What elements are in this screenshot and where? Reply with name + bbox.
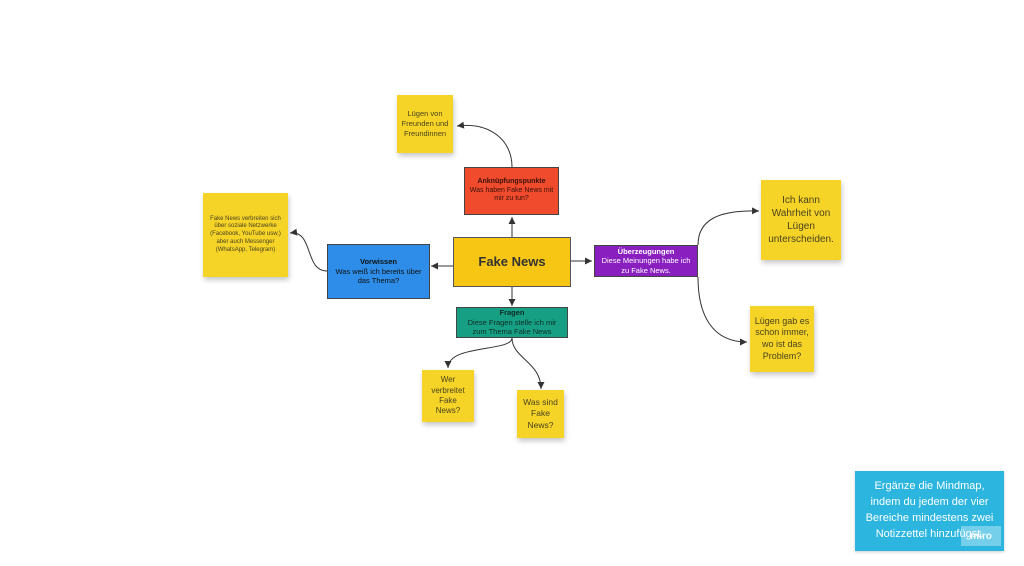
sticky-note-was-sind[interactable]: Was sind Fake News?: [517, 390, 564, 438]
miro-watermark: miro: [961, 526, 1001, 546]
sticky-note-wer-verbreitet[interactable]: Wer verbreitet Fake News?: [422, 370, 474, 422]
sticky-note-text: Ich kann Wahrheit von Lügen unterscheide…: [768, 195, 834, 245]
sticky-note-wahrheit[interactable]: Ich kann Wahrheit von Lügen unterscheide…: [761, 180, 841, 260]
sticky-note-soziale-netzwerke[interactable]: Fake News verbreiten sich über soziale N…: [203, 193, 288, 277]
branch-fragen-subtitle: Diese Fragen stelle ich mir zum Thema Fa…: [467, 317, 557, 337]
branch-ueberz[interactable]: Überzeugungen Diese Meinungen habe ich z…: [594, 245, 698, 277]
branch-fragen-title: Fragen: [499, 308, 525, 318]
sticky-note-luegen-immer[interactable]: Lügen gab es schon immer, wo ist das Pro…: [750, 306, 814, 372]
sticky-note-text: Wer verbreitet Fake News?: [431, 375, 465, 416]
sticky-note-text: Was sind Fake News?: [523, 397, 558, 430]
sticky-note-luegen-freunde[interactable]: Lügen von Freunden und Freundinnen: [397, 95, 453, 153]
task-instruction-card[interactable]: Ergänze die Mindmap, indem du jedem der …: [855, 471, 1004, 551]
branch-ueberz-title: Überzeugungen: [617, 246, 675, 256]
arrow-fragen-to-note-was: [511, 337, 545, 390]
branch-ankn[interactable]: Anknüpfungspunkte Was haben Fake News mi…: [464, 167, 559, 215]
branch-fragen[interactable]: Fragen Diese Fragen stelle ich mir zum T…: [456, 307, 568, 338]
miro-watermark-text: miro: [970, 530, 992, 542]
branch-ankn-subtitle: Was haben Fake News mit mir zu tun?: [469, 186, 554, 203]
arrow-vorwissen-to-note-netzwerke: [289, 228, 328, 272]
sticky-note-text: Lügen gab es schon immer, wo ist das Pro…: [754, 315, 810, 361]
arrow-ueberz-to-note-immer: [697, 276, 748, 346]
center-node-fake-news[interactable]: Fake News: [453, 237, 571, 287]
arrow-fragen-to-note-wer: [444, 337, 513, 369]
arrow-ankn-to-note-freunde: [456, 121, 513, 168]
branch-vorwissen[interactable]: Vorwissen Was weiß ich bereits über das …: [327, 244, 430, 299]
branch-ueberz-subtitle: Diese Meinungen habe ich zu Fake News.: [601, 256, 691, 275]
center-node-title: Fake News: [478, 253, 546, 269]
sticky-note-text: Fake News verbreiten sich über soziale N…: [210, 215, 281, 253]
branch-vorwissen-subtitle: Was weiß ich bereits über das Thema?: [335, 266, 422, 286]
arrow-ueberz-to-note-wahrheit: [697, 207, 760, 246]
task-instruction-text: Ergänze die Mindmap, indem du jedem der …: [865, 480, 994, 540]
branch-ankn-title: Anknüpfungspunkte: [477, 177, 546, 185]
branch-vorwissen-title: Vorwissen: [360, 257, 397, 267]
sticky-note-text: Lügen von Freunden und Freundinnen: [401, 109, 449, 138]
